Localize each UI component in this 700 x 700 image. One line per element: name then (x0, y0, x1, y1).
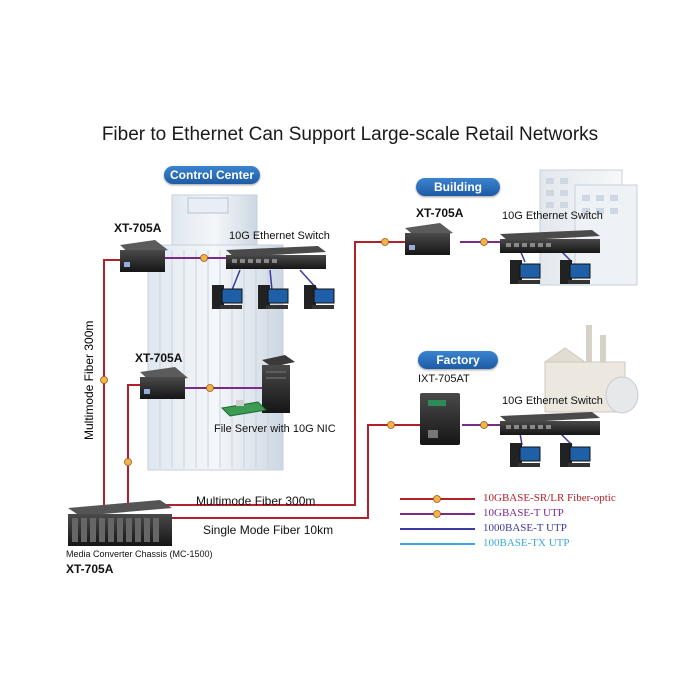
link-markers (100, 238, 488, 466)
ixt-705at-unit (420, 393, 460, 445)
diagram-title: Fiber to Ethernet Can Support Large-scal… (101, 124, 599, 145)
file-server (262, 355, 295, 413)
label-switch-factory: 10G Ethernet Switch (502, 395, 603, 407)
xt-705a-unit-building (405, 223, 453, 255)
label-chassis-model: XT-705A (66, 562, 114, 576)
legend-10g-utp: 10GBASE-T UTP (483, 507, 564, 519)
label-single-mode-link: Single Mode Fiber 10km (203, 523, 334, 537)
factory-illustration (543, 325, 639, 414)
xt-705a-unit-top (120, 240, 168, 272)
label-multimode-link: Multimode Fiber 300m (196, 494, 316, 508)
legend-100m-utp: 100BASE-TX UTP (483, 537, 570, 549)
site-badge-building: Building (416, 178, 500, 196)
label-chassis: Media Converter Chassis (MC-1500) (66, 549, 213, 559)
label-switch-control: 10G Ethernet Switch (229, 230, 330, 242)
switch-control-center (226, 246, 326, 269)
pc-icons (212, 260, 591, 467)
label-ixt705at: IXT-705AT (418, 373, 470, 385)
legend-swatches (400, 495, 475, 545)
control-center-tower (147, 194, 284, 471)
switch-factory (500, 412, 600, 435)
nic-card (220, 400, 268, 417)
legend-10g-fiber: 10GBASE-SR/LR Fiber-optic (483, 492, 616, 504)
label-xt705a-top: XT-705A (114, 221, 162, 235)
label-xt705a-building: XT-705A (416, 206, 464, 220)
label-xt705a-middle: XT-705A (135, 351, 183, 365)
legend-1g-utp: 1000BASE-T UTP (483, 522, 567, 534)
label-vertical-multimode: Multimode Fiber 300m (82, 320, 96, 440)
label-switch-building: 10G Ethernet Switch (502, 210, 603, 222)
xt-705a-unit-middle (140, 367, 188, 399)
site-badge-factory: Factory (418, 351, 498, 369)
media-converter-chassis (68, 500, 172, 546)
label-file-server: File Server with 10G NIC (214, 423, 336, 435)
switch-building (500, 230, 600, 253)
site-badge-control-center: Control Center (164, 166, 260, 184)
